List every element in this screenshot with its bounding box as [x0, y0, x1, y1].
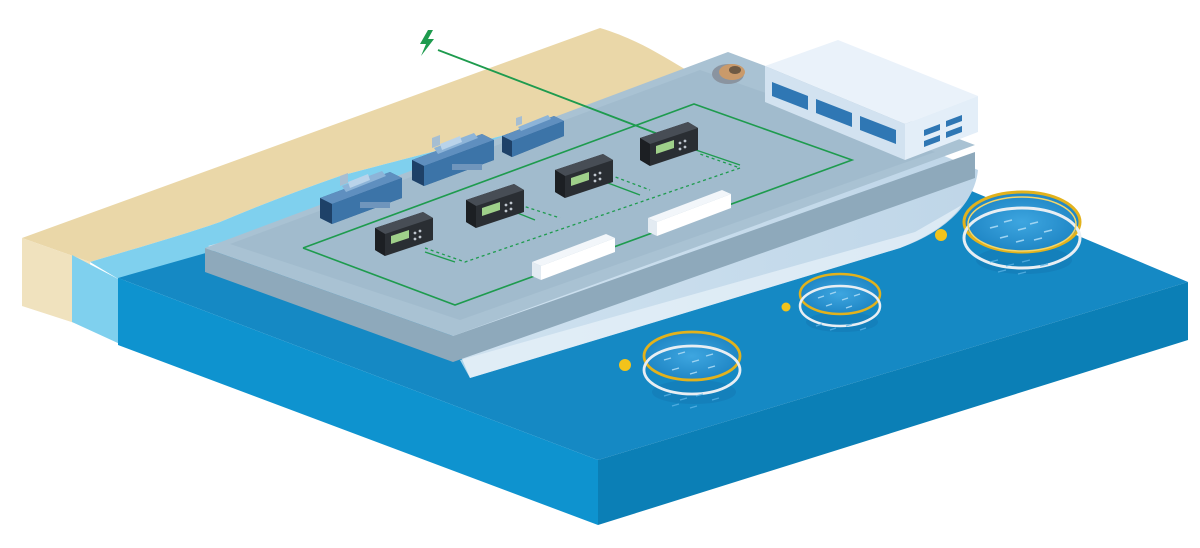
generator-set-1	[320, 171, 402, 224]
buoy-3	[619, 359, 631, 371]
sand-beach	[22, 28, 690, 262]
building-window-2	[816, 99, 852, 127]
lightning-bolt-icon	[420, 30, 434, 56]
fish-cage-large	[962, 190, 1082, 274]
controller-2	[466, 184, 524, 228]
power-feeder-dotted-2	[519, 174, 651, 219]
power-grid	[302, 49, 855, 306]
power-bus-loop	[302, 103, 855, 306]
power-feeder-dotted	[424, 153, 742, 263]
barge-deck-side-right	[453, 152, 975, 362]
buoys	[619, 229, 947, 371]
sea-side-front	[118, 278, 598, 525]
barge	[205, 52, 978, 378]
cable-reel	[712, 64, 745, 84]
generator-set-2	[412, 133, 494, 186]
generator-set-3	[502, 115, 564, 157]
building-window-1	[772, 82, 808, 110]
building-window-3	[860, 116, 896, 144]
shallow-side	[72, 255, 120, 344]
switchgear-box-1	[532, 234, 615, 280]
barge-deck-panel	[230, 70, 935, 320]
controller-1	[375, 212, 433, 256]
controller-3	[555, 154, 613, 198]
switchgear-box-2	[648, 190, 731, 236]
buoy-2	[781, 302, 791, 312]
power-export-line	[437, 49, 659, 135]
fish-school	[663, 259, 1049, 409]
buoy-1	[935, 229, 947, 241]
power-feeder-line	[424, 147, 741, 263]
deck-building	[765, 40, 978, 160]
fish-cage-middle	[798, 272, 882, 332]
sea-side-right	[598, 282, 1188, 525]
fish-cage-front	[642, 330, 742, 404]
barge-deck-side-front	[205, 248, 453, 362]
controller-4	[640, 122, 698, 166]
barge-hull-shadow	[460, 205, 962, 378]
